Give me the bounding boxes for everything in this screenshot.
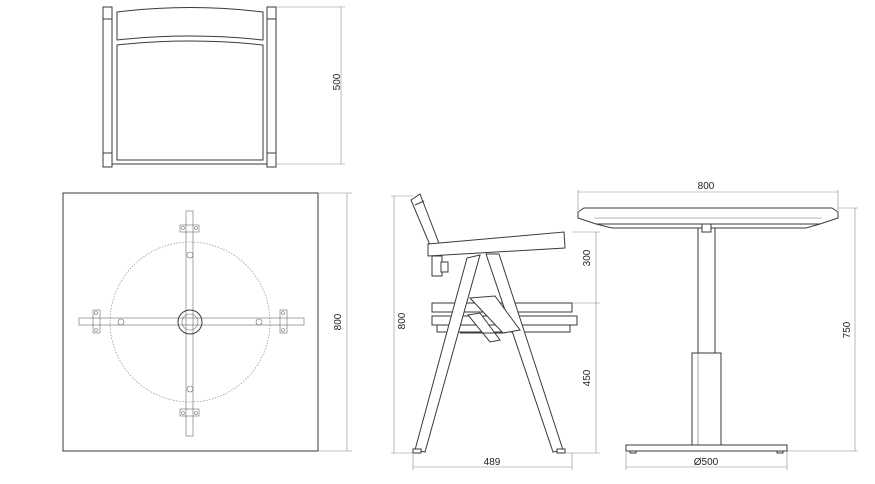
- dim-table-width: 800: [698, 181, 715, 192]
- dim-chair-height: 800: [397, 312, 408, 329]
- dim-chair-depth: 489: [484, 457, 501, 468]
- dim-chair-back-height: 300: [582, 249, 593, 266]
- table-plan-view: 800: [62, 192, 352, 452]
- dim-table-plan-width: 800: [333, 313, 344, 330]
- chair-top-view: 500: [102, 6, 345, 168]
- dim-chair-seat-height: 450: [582, 369, 593, 386]
- table-side-view: 800 750 Ø500: [577, 181, 858, 470]
- dim-table-height: 750: [842, 321, 853, 338]
- chair-side-view: 800 489 300 450: [391, 193, 600, 470]
- dim-chair-top-depth: 500: [332, 73, 343, 90]
- dim-table-base-diameter: Ø500: [694, 457, 719, 468]
